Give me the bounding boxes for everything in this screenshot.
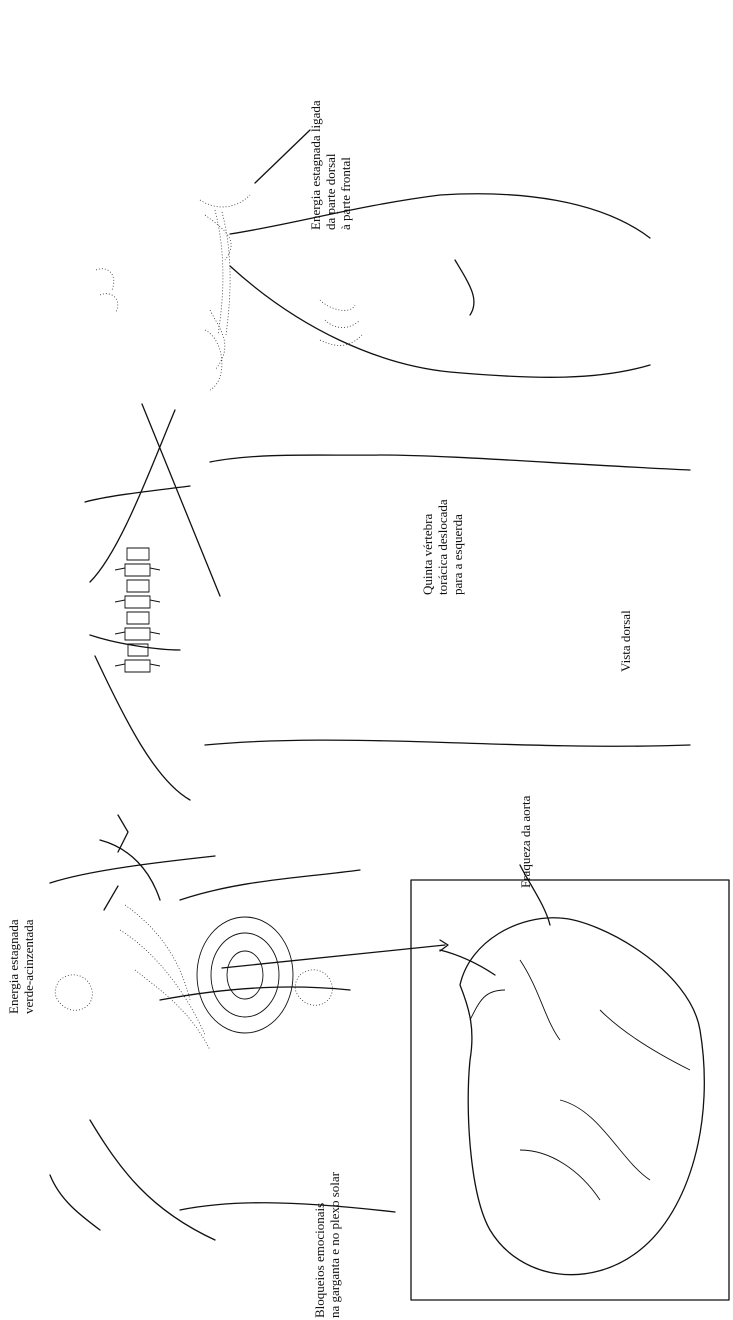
label-aorta-weakness: Fraqueza da aorta <box>518 796 533 888</box>
label-stagnant-linked: Energia estagnada ligada da parte dorsal… <box>308 100 353 230</box>
label-fifth-vertebra: Quinta vértebra torácica deslocada para … <box>420 499 465 595</box>
spine-vertebrae <box>115 548 160 672</box>
label-dorsal-view: Vista dorsal <box>618 610 633 672</box>
side-body-figure <box>96 194 650 390</box>
label-stagnant-green: Energia estagnada verde-acinzentada <box>6 919 36 1014</box>
vertebra-pointer-line <box>142 404 220 596</box>
stagnant-linked-pointer <box>255 130 310 183</box>
dorsal-body-figure <box>85 404 690 800</box>
front-body-figure <box>50 815 395 1240</box>
label-emotional-blocks: Bloqueios emocionais na garganta e no pl… <box>312 1172 342 1318</box>
heart-inset <box>411 865 729 1300</box>
